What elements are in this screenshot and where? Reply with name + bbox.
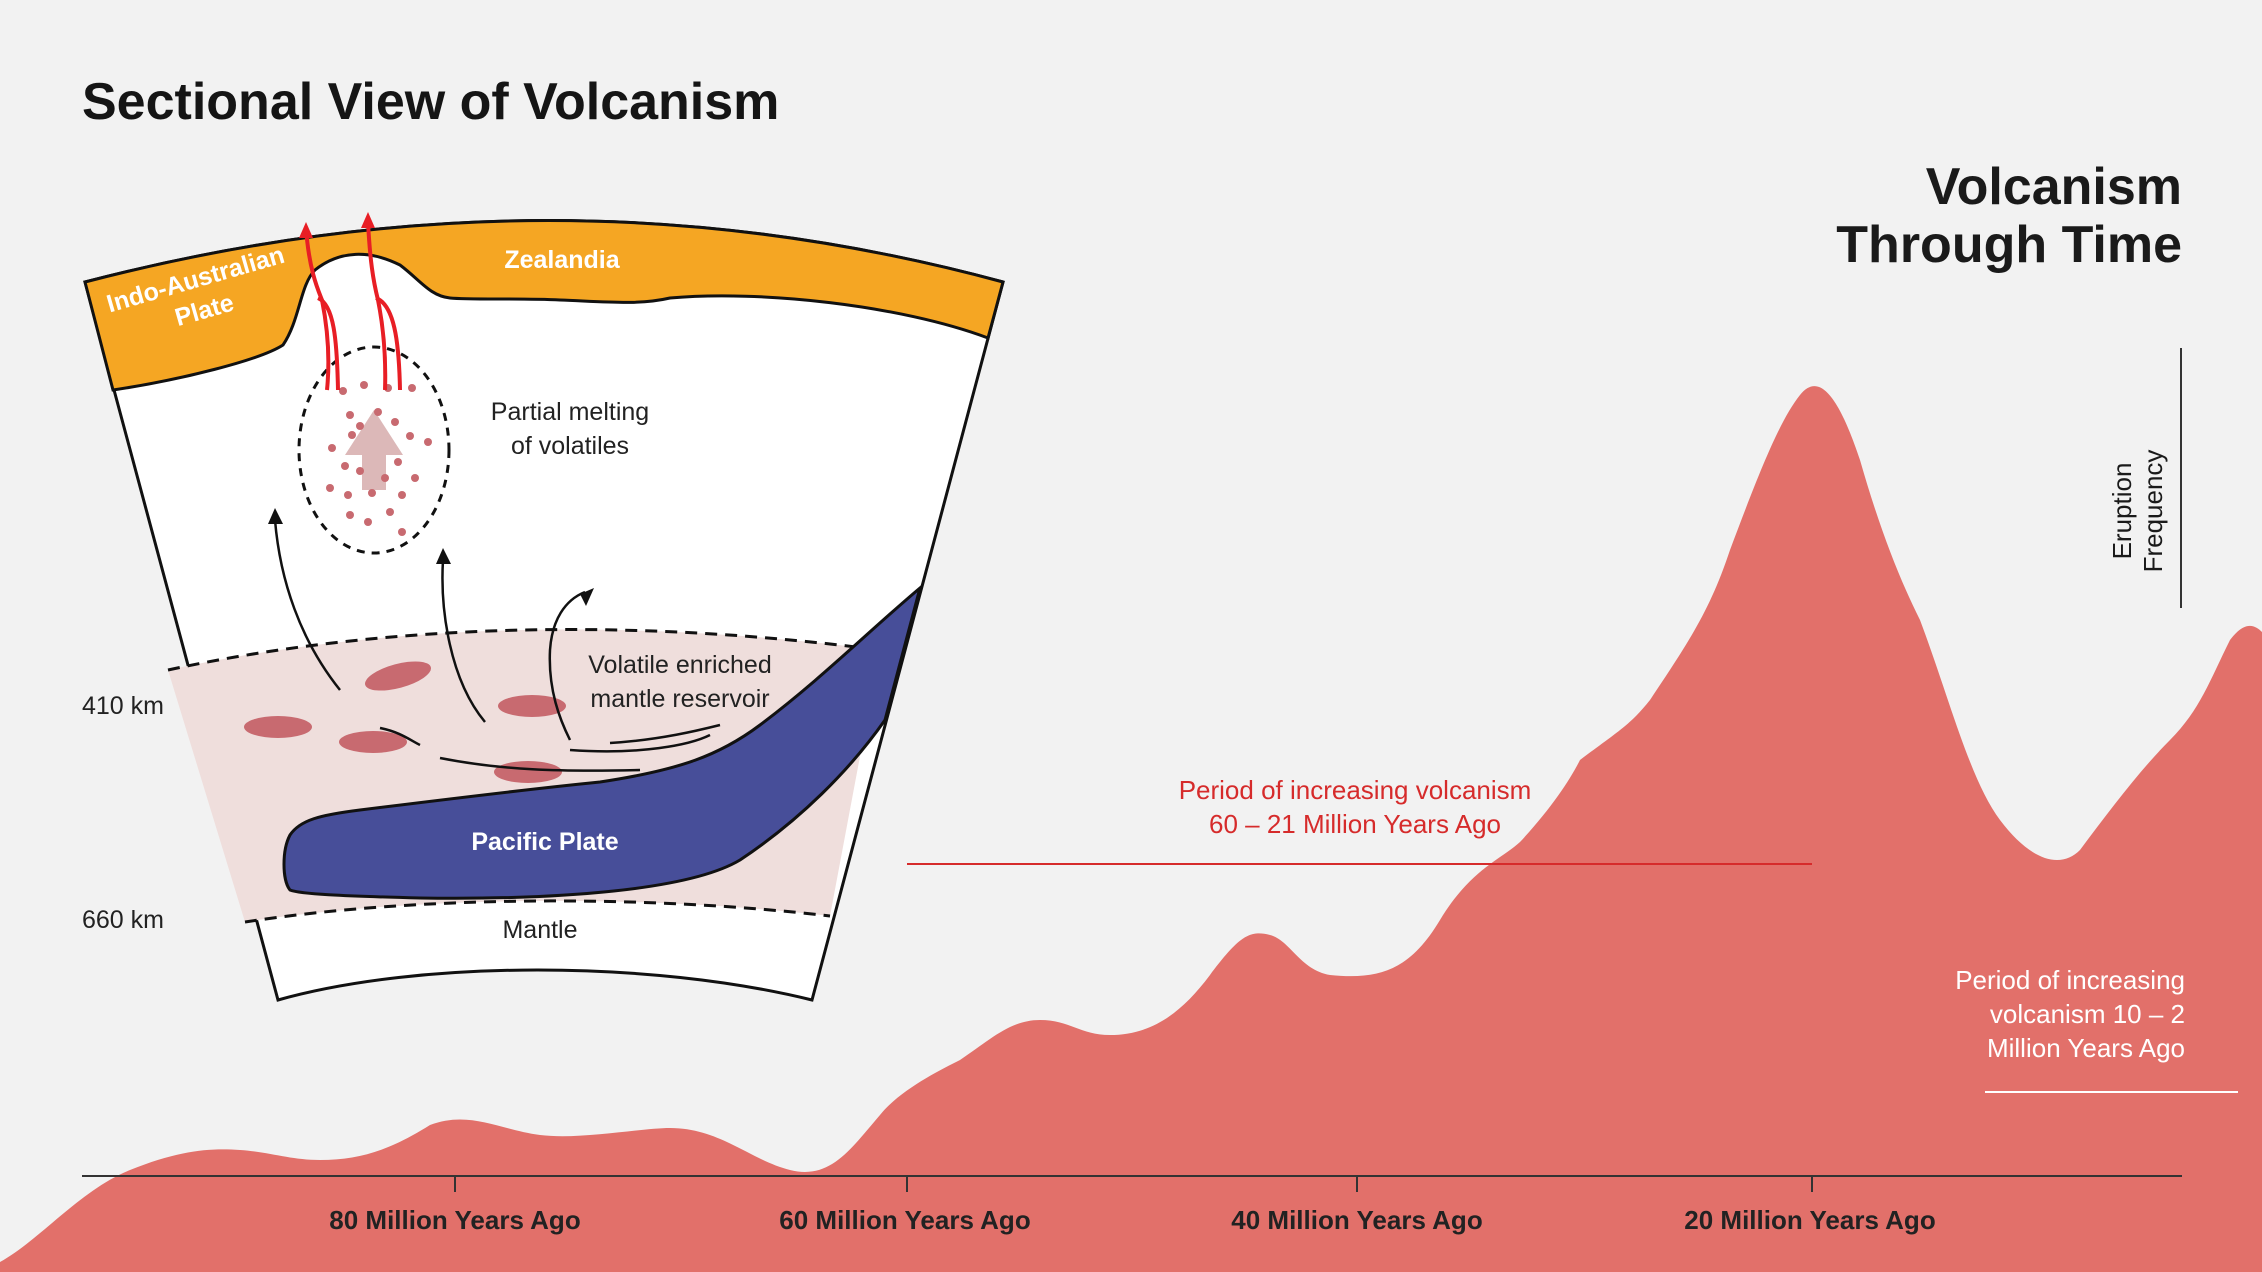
- melt-dot: [346, 511, 354, 519]
- melt-dot: [328, 444, 336, 452]
- reservoir-blob: [498, 695, 566, 717]
- reservoir-blob: [244, 716, 312, 738]
- reservoir-blob: [494, 761, 562, 783]
- magma-conduits: [304, 221, 402, 391]
- melt-dot: [374, 408, 382, 416]
- depth-line-660: [244, 899, 831, 924]
- melt-dot: [356, 467, 364, 475]
- reservoir-blob: [365, 661, 431, 691]
- melt-dot: [326, 484, 334, 492]
- melt-dot: [408, 384, 416, 392]
- upwelling-arrow: [345, 410, 403, 455]
- pacific-plate-label: Pacific Plate: [471, 828, 619, 856]
- melt-dot: [381, 474, 389, 482]
- partial-melting-label: Partial melting of volatiles: [490, 398, 650, 460]
- period-1-annotation: Period of increasing volcanism 60 – 21 M…: [1178, 775, 1532, 839]
- eruption-frequency-area: [0, 386, 2262, 1272]
- melt-dot: [368, 489, 376, 497]
- reservoir-blob: [339, 731, 407, 753]
- x-tick-label: 20 Million Years Ago: [1684, 1205, 1936, 1235]
- melt-dot: [339, 387, 347, 395]
- flow-lines: [273, 519, 721, 772]
- melt-dot: [391, 418, 399, 426]
- melt-dot: [364, 518, 372, 526]
- timeline-title: Volcanism Through Time: [1836, 158, 2182, 274]
- zealandia-label: Zealandia: [504, 246, 620, 274]
- melt-dot: [406, 432, 414, 440]
- page-title: Sectional View of Volcanism: [82, 73, 780, 131]
- depth-660-label: 660 km: [82, 906, 164, 934]
- depth-line-410: [167, 628, 881, 672]
- depth-410-label: 410 km: [82, 692, 164, 720]
- melt-dot: [348, 431, 356, 439]
- crust-shape: [83, 219, 1005, 392]
- melting-zone: [297, 345, 451, 555]
- melt-dots: [326, 381, 432, 536]
- melt-dot: [386, 508, 394, 516]
- section-diagram: [83, 212, 1005, 1002]
- melt-dot: [411, 474, 419, 482]
- melt-dot: [344, 491, 352, 499]
- y-axis-label: Eruption Frequency: [2107, 449, 2168, 573]
- melt-dot: [356, 422, 364, 430]
- melt-dot: [398, 491, 406, 499]
- melt-dot: [398, 528, 406, 536]
- melt-dot: [394, 458, 402, 466]
- x-tick-label: 80 Million Years Ago: [329, 1205, 581, 1235]
- x-tick-label: 40 Million Years Ago: [1231, 1205, 1483, 1235]
- x-tick-label: 60 Million Years Ago: [779, 1205, 1031, 1235]
- melt-dot: [424, 438, 432, 446]
- melt-dot: [346, 411, 354, 419]
- period-2-annotation: Period of increasing volcanism 10 – 2 Mi…: [1955, 965, 2185, 1063]
- reservoir-label: Volatile enriched mantle reservoir: [588, 651, 772, 713]
- mantle-label: Mantle: [502, 916, 578, 944]
- melt-dot: [360, 381, 368, 389]
- pacific-plate-shape: [282, 583, 923, 900]
- melt-dot: [341, 462, 349, 470]
